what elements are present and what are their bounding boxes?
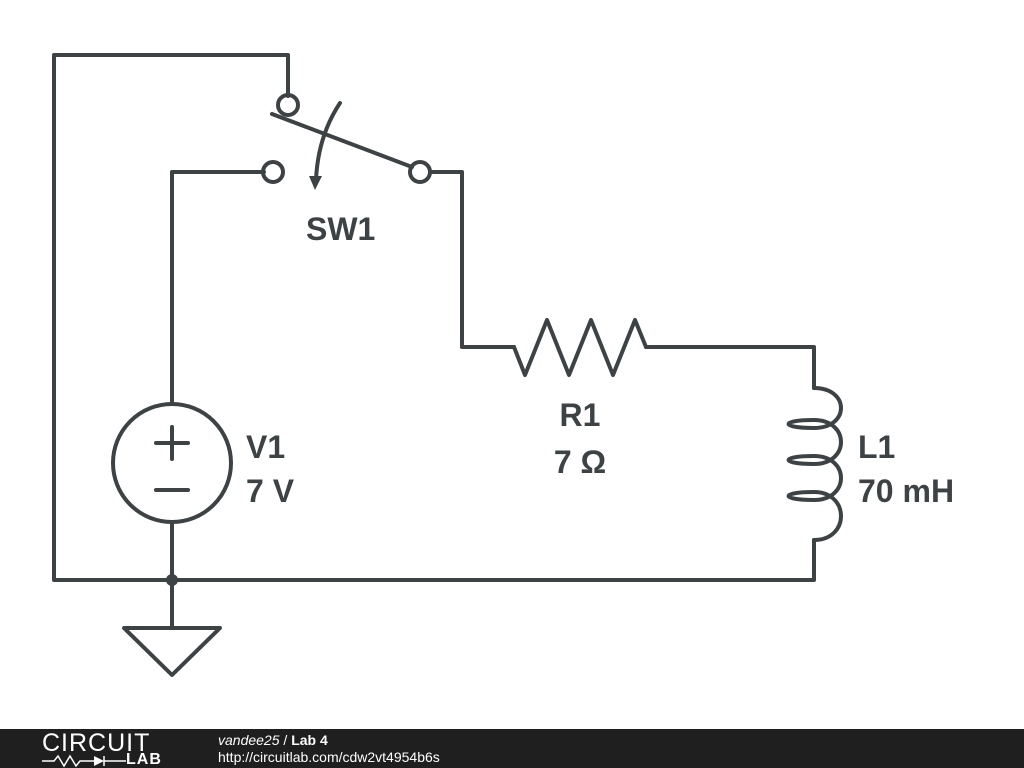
wire-resistor-to-inductor: [644, 345, 816, 390]
source-name-label: V1: [246, 429, 285, 465]
resistor-name-label: R1: [560, 397, 601, 433]
switch-terminal-left: [261, 160, 285, 184]
resistor-r1: [512, 318, 648, 377]
circuitlab-logo[interactable]: CIRCUIT LAB: [42, 730, 182, 768]
source-circle: [111, 402, 233, 524]
wire-switch-to-source: [170, 170, 266, 406]
author-link[interactable]: vandee25: [218, 732, 280, 748]
wire-switch-to-resistor: [428, 170, 516, 349]
switch-blade: [270, 112, 414, 169]
logo-text-circuit: CIRCUIT: [42, 729, 151, 757]
ground-symbol: [122, 626, 222, 677]
switch-sw1: [261, 93, 432, 190]
inductor-l1: [786, 386, 843, 542]
wire-left-loop: [52, 53, 290, 582]
circuit-schematic: SW1 V1 7 V R1 7 Ω L1 70 mH: [52, 53, 954, 677]
voltage-source-v1: [111, 402, 233, 524]
project-title[interactable]: Lab 4: [291, 732, 328, 748]
switch-terminal-top: [276, 93, 300, 117]
footer-bar: CIRCUIT LAB vandee25 / Lab 4 http://circ…: [0, 729, 1024, 768]
switch-terminal-right: [408, 160, 432, 184]
switch-arrow-head: [309, 176, 322, 190]
wire-inductor-to-ground: [170, 538, 816, 582]
switch-label: SW1: [306, 211, 375, 247]
logo-diode-icon: [42, 754, 126, 768]
switch-action-arc: [314, 101, 342, 182]
project-url[interactable]: http://circuitlab.com/cdw2vt4954b6s: [218, 749, 440, 765]
path-separator: /: [279, 732, 292, 748]
inductor-value-label: 70 mH: [858, 473, 954, 509]
junction-node: [166, 574, 178, 586]
logo-text-lab: LAB: [126, 751, 162, 768]
inductor-name-label: L1: [858, 429, 895, 465]
source-value-label: 7 V: [246, 473, 295, 509]
project-meta: vandee25 / Lab 4 http://circuitlab.com/c…: [218, 732, 440, 766]
resistor-value-label: 7 Ω: [554, 444, 606, 480]
